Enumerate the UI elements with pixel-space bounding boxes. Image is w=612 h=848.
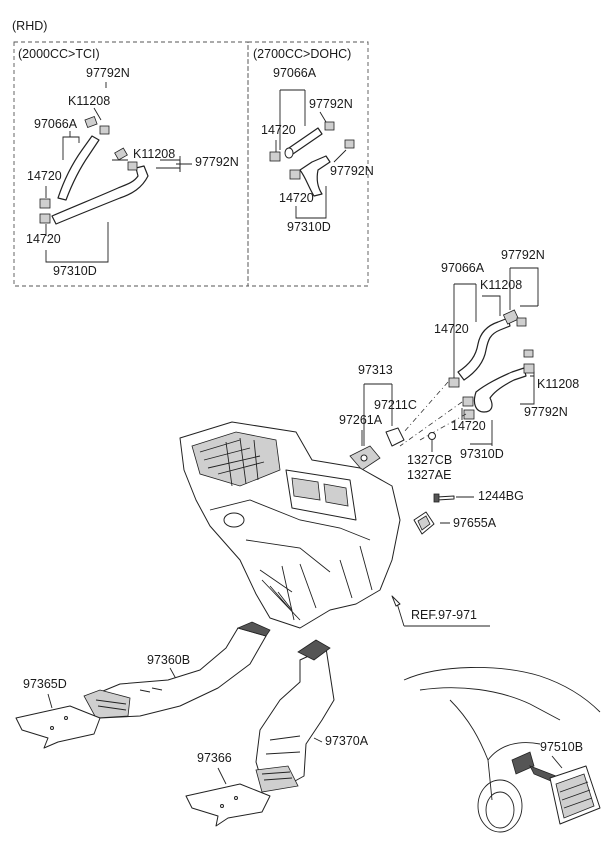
callout-97792N: 97792N <box>501 248 545 262</box>
clamp-icon <box>344 139 355 149</box>
clamp-icon <box>502 309 520 325</box>
callout-1327AE: 1327AE <box>407 468 451 482</box>
engine-group-2000cc: (2000CC>TCI) 97792N K11208 97066A K11208… <box>13 41 249 287</box>
duct-opening <box>297 639 331 661</box>
callout-14720: 14720 <box>279 191 314 205</box>
clip-icon <box>64 716 68 720</box>
vent-slot <box>323 483 349 507</box>
callout-14720: 14720 <box>27 169 62 183</box>
callout-1327CB: 1327CB <box>407 453 452 467</box>
engine-group-2700cc: (2700CC>DOHC) 97066A 97792N 14720 97792N… <box>247 41 374 287</box>
bolt-1244BG <box>436 495 455 501</box>
bolt-icon <box>360 454 368 462</box>
callout-14720: 14720 <box>451 419 486 433</box>
callout-14720: 14720 <box>26 232 61 246</box>
duct-outlet <box>83 689 131 719</box>
callout-97370A: 97370A <box>325 734 369 748</box>
car-pillar-line <box>449 699 493 801</box>
clip-icon <box>220 804 224 808</box>
group-title-2700cc: (2700CC>DOHC) <box>253 47 351 61</box>
callout-97066A: 97066A <box>34 117 78 131</box>
callout-K11208: K11208 <box>68 94 110 108</box>
clip-icon <box>50 726 54 730</box>
callout-97360B: 97360B <box>147 653 190 667</box>
group-title-2000cc: (2000CC>TCI) <box>18 47 100 61</box>
callout-14720: 14720 <box>261 123 296 137</box>
callout-97792N: 97792N <box>524 405 568 419</box>
hose-group-main: 97066A 97792N K11208 14720 K11208 97792N… <box>399 248 579 461</box>
callout-97510B: 97510B <box>540 740 583 754</box>
hose-97310D <box>51 165 149 225</box>
callout-97792N: 97792N <box>86 66 130 80</box>
clamp-icon <box>462 396 474 407</box>
vent-location-icon <box>511 751 535 775</box>
callout-K11208: K11208 <box>537 377 579 391</box>
callout-1244BG: 1244BG <box>478 489 524 503</box>
hose-97310D <box>473 367 527 413</box>
callout-K11208: K11208 <box>480 278 522 292</box>
hose-end <box>284 147 294 159</box>
clip-icon <box>234 796 238 800</box>
car-window-line <box>419 687 561 721</box>
callout-97366: 97366 <box>197 751 232 765</box>
vehicle-group: 97510B <box>403 667 601 833</box>
callout-97792N: 97792N <box>330 164 374 178</box>
nut-icon <box>428 432 436 440</box>
hose-97066A <box>457 317 511 381</box>
group-frame-2700cc <box>247 41 369 287</box>
clamp-icon <box>269 151 281 162</box>
clamp-icon <box>39 213 51 224</box>
callout-97211C: 97211C <box>374 398 417 412</box>
clamp-icon <box>289 169 301 180</box>
callout-97261A: 97261A <box>339 413 383 427</box>
callout-97365D: 97365D <box>23 677 67 691</box>
duct-group: 97360B 97365D 97370A 97366 <box>15 621 369 827</box>
clamp-icon <box>523 363 535 374</box>
blower-housing <box>191 431 281 487</box>
group-frame-2000cc <box>13 41 249 287</box>
hose-97310D <box>299 155 331 197</box>
motor-cap <box>223 512 245 528</box>
callout-97792N: 97792N <box>309 97 353 111</box>
gasket-97211C <box>385 427 405 447</box>
clamp-icon <box>99 125 110 135</box>
hose-97066A <box>57 135 100 201</box>
wheel-icon <box>485 791 515 829</box>
clamp-icon <box>523 349 534 358</box>
wheel-arch <box>477 779 523 833</box>
floor-plate-97365D <box>15 705 101 749</box>
car-body-line <box>487 742 541 761</box>
clamp-icon <box>463 409 475 420</box>
clamp-icon <box>114 147 128 161</box>
grommet-inner <box>417 515 431 531</box>
duct-opening <box>236 621 271 637</box>
car-roof-line <box>403 667 601 713</box>
duct-97370A <box>255 647 335 787</box>
vent-slot <box>291 477 321 501</box>
clamp-icon <box>127 161 138 171</box>
heater-unit-group: 97313 97211C 97261A 1327CB 1327AE 1244BG… <box>179 363 524 629</box>
floor-plate-97366 <box>185 783 271 827</box>
callout-14720: 14720 <box>434 322 469 336</box>
clamp-icon <box>39 198 51 209</box>
ref-arrow-icon <box>391 595 401 607</box>
callout-97313: 97313 <box>358 363 393 377</box>
rhd-label: (RHD) <box>12 19 47 33</box>
callout-97066A: 97066A <box>273 66 317 80</box>
ref-label: REF.97-971 <box>411 608 477 622</box>
bolt-head-icon <box>433 493 440 503</box>
callout-97310D: 97310D <box>287 220 331 234</box>
callout-97066A: 97066A <box>441 261 485 275</box>
callout-97310D: 97310D <box>53 264 97 278</box>
callout-K11208: K11208 <box>133 147 175 161</box>
callout-97655A: 97655A <box>453 516 497 530</box>
clamp-icon <box>448 377 460 388</box>
clamp-icon <box>516 317 527 327</box>
clamp-icon <box>324 121 335 131</box>
clamp-icon <box>84 116 98 128</box>
callout-97792N: 97792N <box>195 155 239 169</box>
callout-97310D: 97310D <box>460 447 504 461</box>
